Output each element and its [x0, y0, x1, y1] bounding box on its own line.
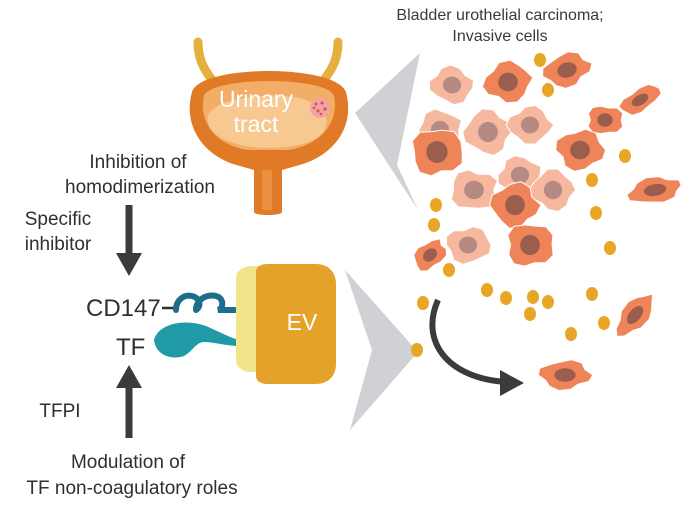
- cell-nucleus: [643, 183, 667, 197]
- tf-molecule: [154, 322, 240, 358]
- urethra-highlight: [262, 170, 272, 210]
- inhibitor-arrowhead: [116, 253, 142, 276]
- cell-nucleus: [557, 62, 577, 78]
- modulation-label-line1: Modulation of: [71, 452, 186, 473]
- cell-nucleus: [570, 140, 590, 160]
- inhibition-label-line2: homodimerization: [65, 177, 215, 198]
- tf-label: TF: [116, 334, 145, 361]
- bladder-illustration: Urinary tract: [189, 37, 349, 215]
- cell-nucleus: [626, 306, 644, 324]
- vesicle-dot: [565, 327, 577, 341]
- vesicle-dot: [604, 241, 616, 255]
- extracellular-vesicles-cluster: [411, 53, 631, 357]
- cell-nucleus: [423, 248, 437, 262]
- tumor-icon: [310, 98, 330, 118]
- bladder-to-cells-connector: [355, 53, 420, 210]
- inhibition-label-line1: Inhibition of: [89, 152, 187, 173]
- vesicle-dot: [527, 290, 539, 304]
- ev-label: EV: [287, 309, 318, 335]
- bladder-lumen: [207, 95, 327, 148]
- invasion-arrow: [429, 298, 507, 385]
- cell-nucleus: [520, 116, 540, 134]
- cell-nucleus: [478, 121, 498, 143]
- cell-nucleus: [520, 234, 540, 256]
- ureter-left: [193, 37, 217, 85]
- vesicle-dot: [428, 218, 440, 232]
- cell-nucleus: [505, 194, 525, 216]
- modulation-label-line2: TF non-coagulatory roles: [26, 478, 237, 499]
- vesicle-dot: [598, 316, 610, 330]
- ev-membrane: [236, 266, 262, 372]
- vesicle-dot: [542, 83, 554, 97]
- tfpi-arrowhead: [116, 365, 142, 388]
- cd147-molecule: [173, 292, 249, 313]
- vesicle-dot: [590, 206, 602, 220]
- vesicle-dot: [481, 283, 493, 297]
- cell-nucleus: [543, 180, 563, 200]
- ev-to-cells-connector: [345, 270, 418, 430]
- invasive-cells-cluster: [411, 51, 682, 392]
- specific-inhibitor-line1: Specific: [25, 209, 92, 230]
- title-line2: Invasive cells: [452, 28, 547, 45]
- vesicle-dot: [500, 291, 512, 305]
- vesicle-dot: [586, 287, 598, 301]
- title-line1: Bladder urothelial carcinoma;: [396, 7, 603, 24]
- vesicle-dot: [417, 296, 429, 310]
- cell-nucleus: [498, 72, 518, 92]
- invasion-arrowhead: [500, 370, 524, 396]
- cd147-label: CD147: [86, 295, 161, 322]
- ureter-right: [319, 37, 343, 85]
- tfpi-label: TFPI: [39, 401, 80, 422]
- cell-nucleus: [631, 93, 649, 107]
- specific-inhibitor-line2: inhibitor: [25, 234, 92, 255]
- vesicle-dot: [619, 149, 631, 163]
- bladder-label-line2: tract: [234, 111, 279, 137]
- cell-nucleus: [442, 76, 462, 94]
- cell-nucleus: [458, 236, 478, 254]
- bladder-label-line1: Urinary: [219, 86, 294, 112]
- vesicle-dot: [411, 343, 423, 357]
- cell-nucleus: [554, 368, 576, 382]
- vesicle-dot: [443, 263, 455, 277]
- cell-nucleus: [464, 180, 484, 200]
- vesicle-dot: [534, 53, 546, 67]
- vesicle-dot: [430, 198, 442, 212]
- cell-nucleus: [597, 113, 613, 127]
- ev-body: [256, 264, 336, 384]
- cell-nucleus: [510, 166, 530, 184]
- cell-nucleus: [426, 141, 448, 163]
- vesicle-dot: [586, 173, 598, 187]
- vesicle-dot: [524, 307, 536, 321]
- vesicle-dot: [542, 295, 554, 309]
